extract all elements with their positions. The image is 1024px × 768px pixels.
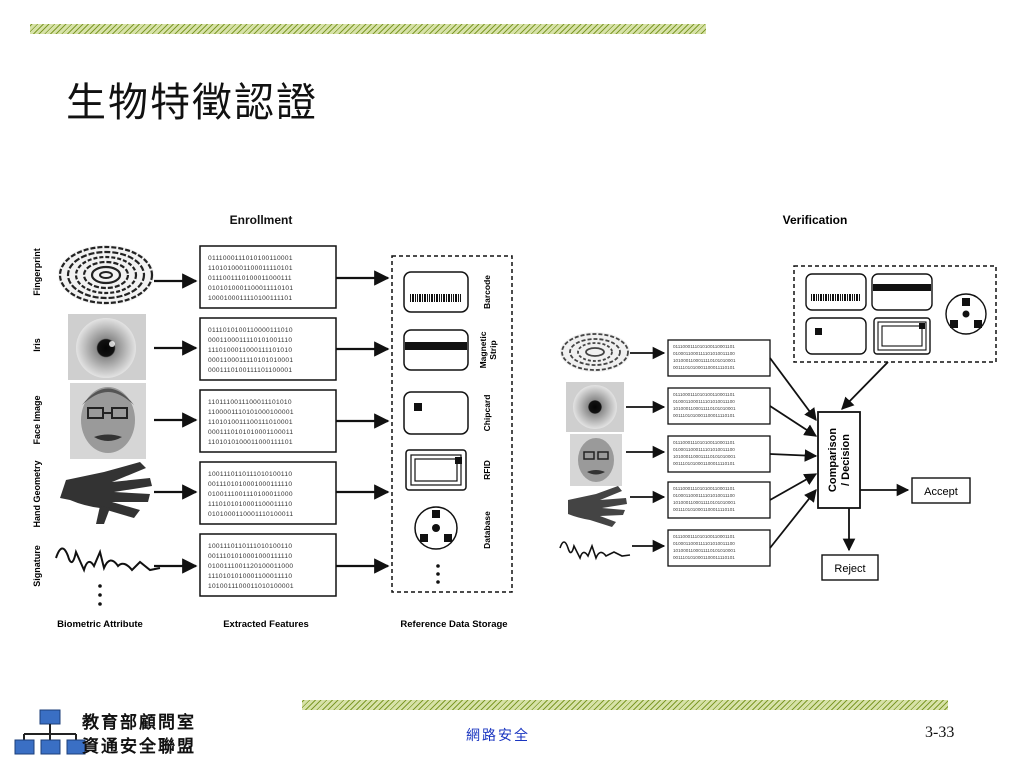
svg-text:0111000111010100110001 1: 0111000111010100110001 11010100011000111… xyxy=(208,255,295,302)
attr-label-fingerprint: Fingerprint xyxy=(32,248,42,296)
reject-box: Reject xyxy=(821,554,879,581)
iris-image xyxy=(68,314,146,380)
verify-iris-image xyxy=(566,382,624,432)
verify-feature-box-2: 0111000111010100110001101 01000110001111… xyxy=(667,387,771,425)
verification-heading: Verification xyxy=(783,213,848,227)
more-attributes-dots xyxy=(98,584,102,606)
accept-box: Accept xyxy=(911,477,971,504)
svg-text:0111000111010100110001101: 0111000111010100110001101 01000110001111… xyxy=(673,392,737,418)
footer-org: 教育部顧問室 資通安全聯盟 xyxy=(82,711,196,759)
enrollment-heading: Enrollment xyxy=(230,213,293,227)
verify-feature-box-4: 0111000111010100110001101 01000110001111… xyxy=(667,481,771,519)
footer-org-line2: 資通安全聯盟 xyxy=(82,737,196,757)
more-storage-dots xyxy=(436,564,440,584)
svg-text:0111000111010100110001101: 0111000111010100110001101 01000110001111… xyxy=(673,440,737,466)
storage-label-rfid: RFID xyxy=(482,460,492,480)
svg-text:0111000111010100110001101: 0111000111010100110001101 01000110001111… xyxy=(673,534,737,560)
svg-text:0111010100110000111010 0: 0111010100110000111010 00011000111101010… xyxy=(208,327,295,374)
comparison-decision-box: Comparison/ Decision xyxy=(817,411,861,509)
verify-face-image xyxy=(570,434,622,486)
enroll-feature-box-1: 0111000111010100110001 11010100011000111… xyxy=(199,245,337,309)
attr-label-hand: Hand Geometry xyxy=(32,460,42,527)
bottom-hatch-bar xyxy=(302,700,948,710)
svg-text:1101110011100011101010 1: 1101110011100011101010 11000011101010001… xyxy=(208,399,296,446)
fingerprint-image xyxy=(58,245,154,305)
label-biometric-attribute: Biometric Attribute xyxy=(57,619,143,630)
signature-image xyxy=(55,547,161,573)
verify-signature-image xyxy=(559,541,631,561)
verify-magnetic-strip-icon xyxy=(871,273,933,311)
verify-feature-box-3: 0111000111010100110001101 01000110001111… xyxy=(667,435,771,473)
svg-text:1001110110111010100110 0: 1001110110111010100110 00111010100010001… xyxy=(208,543,295,590)
verify-chipcard-icon xyxy=(805,317,867,355)
chipcard-icon xyxy=(403,391,469,435)
enroll-feature-box-4: 1001110110111010100110 00111010100010001… xyxy=(199,461,337,525)
database-icon xyxy=(414,506,458,550)
verify-feature-box-1: 0111000111010100110001101 01000110001111… xyxy=(667,339,771,377)
svg-text:0111000111010100110001101: 0111000111010100110001101 01000110001111… xyxy=(673,486,737,512)
enroll-arrows-1 xyxy=(154,273,198,574)
attr-label-iris: Iris xyxy=(32,338,42,352)
hand-image xyxy=(60,462,152,524)
svg-text:1001110110111010100110 0: 1001110110111010100110 00111010100010001… xyxy=(208,471,295,518)
face-image xyxy=(70,383,146,459)
verify-barcode-icon xyxy=(805,273,867,311)
reference-storage-box xyxy=(391,255,513,593)
verify-database-icon xyxy=(945,293,987,335)
enroll-feature-box-5: 1001110110111010100110 00111010100010001… xyxy=(199,533,337,597)
barcode-icon xyxy=(403,271,469,313)
accept-label: Accept xyxy=(924,486,958,498)
attr-label-face: Face Image xyxy=(32,395,42,444)
verify-fingerprint-image xyxy=(560,332,630,372)
storage-label-magnetic: MagneticStrip xyxy=(478,331,498,368)
enroll-feature-box-2: 0111010100110000111010 00011000111101010… xyxy=(199,317,337,381)
top-hatch-bar xyxy=(30,24,706,34)
verify-feature-box-5: 0111000111010100110001101 01000110001111… xyxy=(667,529,771,567)
svg-text:Comparison/ Decision: Comparison/ Decision xyxy=(827,428,852,492)
label-extracted-features: Extracted Features xyxy=(223,619,309,630)
verify-hand-image xyxy=(568,486,627,527)
enroll-arrows-2 xyxy=(336,270,390,574)
verify-rfid-icon xyxy=(873,317,931,355)
reject-label: Reject xyxy=(834,563,865,575)
storage-label-barcode: Barcode xyxy=(482,275,492,309)
storage-label-chipcard: Chipcard xyxy=(482,395,492,432)
storage-label-database: Database xyxy=(482,511,492,549)
svg-text:0111000111010100110001101: 0111000111010100110001101 01000110001111… xyxy=(673,344,737,370)
enroll-feature-box-3: 1101110011100011101010 11000011101010001… xyxy=(199,389,337,453)
verification-storage-box xyxy=(793,265,997,363)
attr-label-signature: Signature xyxy=(32,545,42,587)
footer-center-text: 網路安全 xyxy=(466,728,530,744)
page-number: 3-33 xyxy=(925,724,955,741)
slide-title: 生物特徵認證 xyxy=(66,80,318,126)
verify-arrows-1 xyxy=(626,346,666,553)
label-reference-data-storage: Reference Data Storage xyxy=(400,619,507,630)
magnetic-strip-icon xyxy=(403,329,469,371)
network-logo-icon xyxy=(14,709,86,755)
footer-org-line1: 教育部顧問室 xyxy=(82,713,196,733)
rfid-icon xyxy=(405,449,467,491)
verify-arrows-2 xyxy=(769,357,889,549)
